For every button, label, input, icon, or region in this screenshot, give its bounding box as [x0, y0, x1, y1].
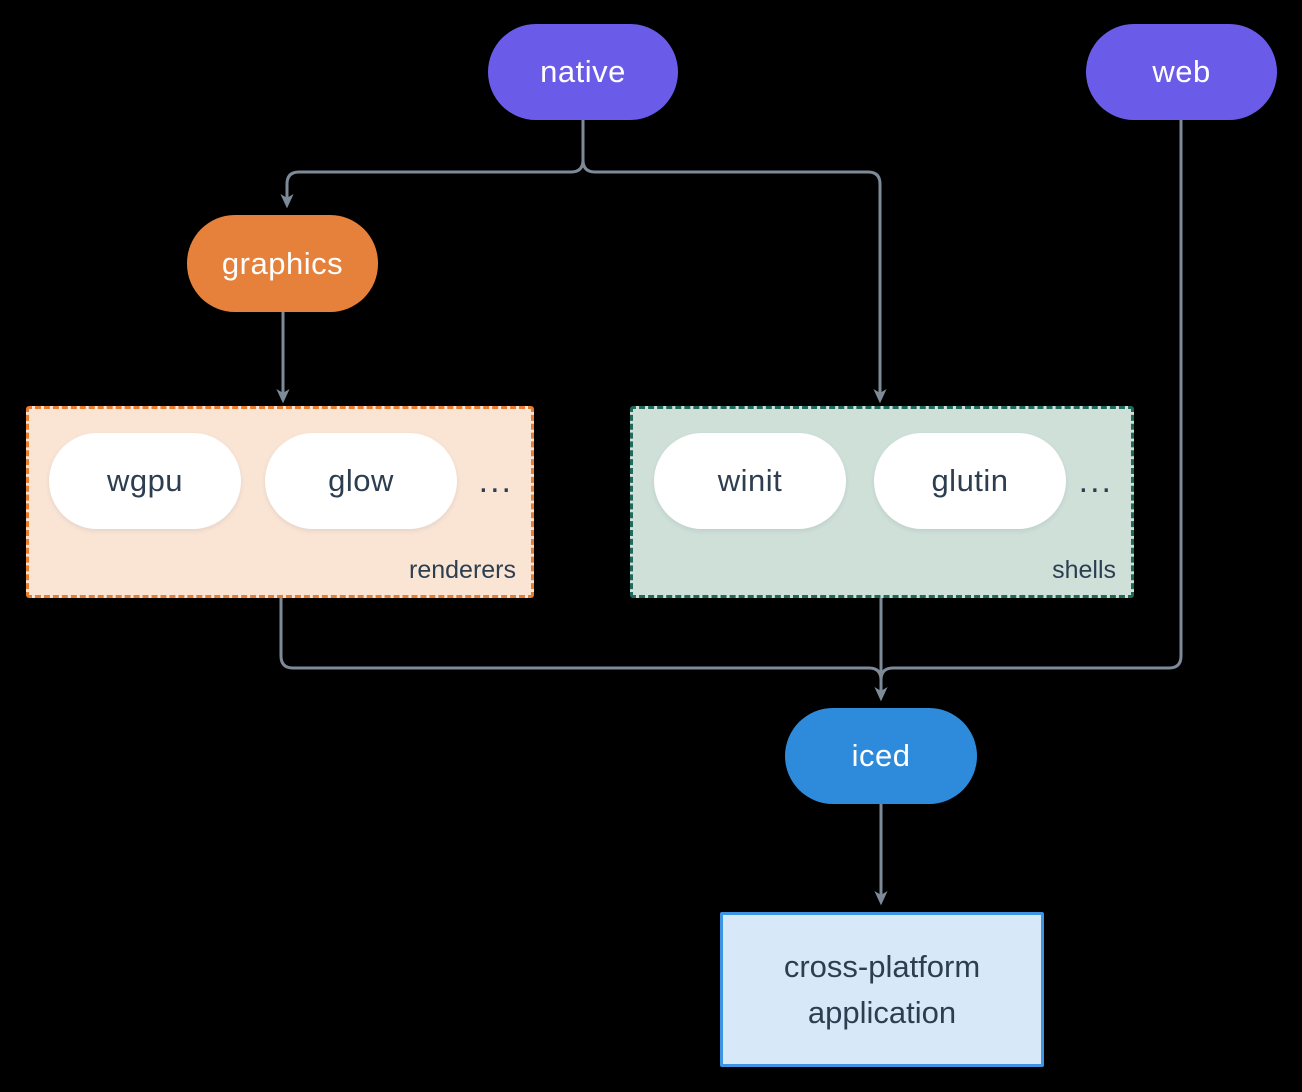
node-native-label: native: [540, 54, 626, 89]
application-label-line1: cross-platform: [783, 948, 981, 984]
node-native: native: [488, 24, 678, 120]
application-box: cross-platform application: [720, 912, 1044, 1067]
pill-glow: glow: [265, 433, 457, 529]
node-web: web: [1086, 24, 1277, 120]
node-graphics-label: graphics: [221, 245, 344, 281]
pill-winit: winit: [654, 433, 846, 529]
node-graphics: graphics: [187, 215, 378, 312]
pill-winit-label: winit: [717, 463, 783, 498]
pill-wgpu-label: wgpu: [106, 463, 184, 498]
edge-renderers-to-junction: [279, 596, 883, 682]
pill-wgpu: wgpu: [49, 433, 241, 529]
node-iced-label: iced: [851, 738, 911, 773]
renderers-ellipsis: ...: [478, 461, 513, 500]
pill-glutin: glutin: [874, 433, 1066, 529]
renderers-group-label: renderers: [409, 556, 516, 584]
node-web-label: web: [1152, 54, 1211, 89]
pill-glutin-label: glutin: [931, 463, 1009, 498]
renderers-group: wgpu glow ... renderers: [26, 406, 534, 598]
edge-native-to-graphics: [280, 118, 585, 209]
pill-glow-label: glow: [328, 463, 394, 498]
node-iced: iced: [785, 708, 977, 804]
shells-ellipsis: ...: [1078, 461, 1113, 500]
application-label-line2: application: [807, 994, 957, 1030]
edge-native-to-shells: [581, 158, 887, 404]
shells-group: winit glutin ... shells: [630, 406, 1134, 598]
shells-group-label: shells: [1052, 556, 1116, 584]
